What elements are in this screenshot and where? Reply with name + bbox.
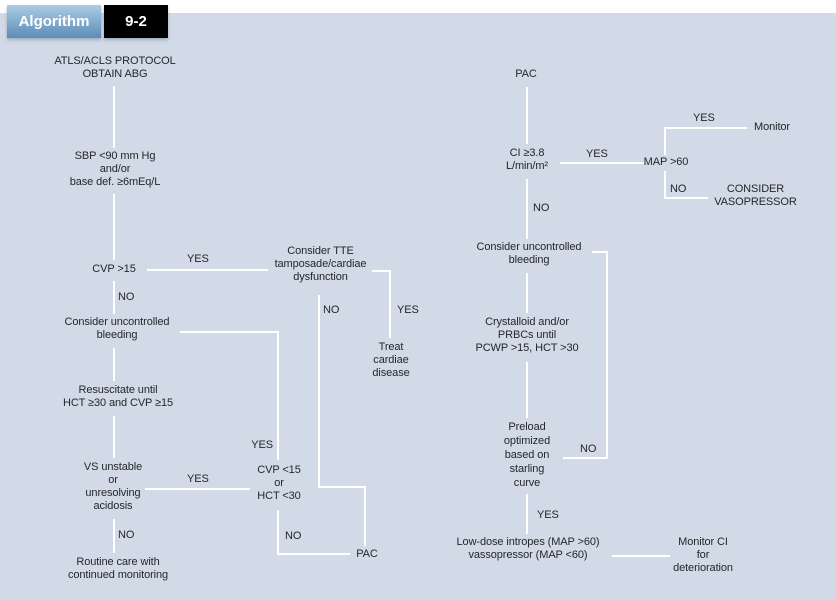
node-resuscitate: Resuscitate until HCT ≥30 and CVP ≥15	[62, 384, 174, 409]
edge-label-yes-map: YES	[693, 112, 715, 124]
connector	[318, 486, 366, 488]
node-crystalloid: Crystalloid and/or PRBCs until PCWP >15,…	[475, 316, 579, 354]
connector	[526, 179, 528, 239]
algorithm-tag: Algorithm	[7, 5, 101, 38]
edge-label-no-vs: NO	[118, 529, 135, 541]
node-bleeding-right: Consider uncontrolled bleeding	[476, 241, 582, 266]
connector	[389, 270, 391, 338]
connector	[526, 273, 528, 313]
node-consider-vasopressor: CONSIDER VASOPRESSOR	[714, 183, 797, 208]
connector	[113, 416, 115, 458]
edge-label-yes-ci: YES	[586, 148, 608, 160]
connector	[113, 86, 115, 148]
connector	[147, 269, 268, 271]
connector	[526, 362, 528, 418]
connector	[664, 197, 708, 199]
edge-label-no-cvp-hct: NO	[285, 530, 302, 542]
connector	[277, 553, 350, 555]
node-monitor-ci: Monitor CI for deterioration	[673, 536, 733, 574]
edge-label-no-tte: NO	[323, 304, 340, 316]
node-map-gt-60: MAP >60	[643, 156, 689, 168]
connector	[372, 270, 391, 272]
edge-label-yes-vs: YES	[187, 473, 209, 485]
algorithm-tag-label: Algorithm	[18, 13, 90, 30]
connector	[364, 486, 366, 546]
connector	[113, 519, 115, 553]
connector	[113, 348, 115, 381]
node-pac-left: PAC	[356, 548, 378, 560]
node-cardiac-index: CI ≥3.8 L/min/m²	[506, 147, 548, 172]
edge-label-yes-bleeding-left: YES	[251, 439, 273, 451]
connector	[664, 127, 747, 129]
edge-label-no-ci: NO	[533, 202, 550, 214]
node-preload-optimized: Preload optimized based on starling curv…	[503, 421, 551, 489]
connector	[560, 162, 644, 164]
node-bleeding-left: Consider uncontrolled bleeding	[64, 316, 170, 341]
node-cvp-gt-15: CVP >15	[92, 263, 136, 275]
node-sbp-base-deficit: SBP <90 mm Hg and/or base def. ≥6mEq/L	[69, 150, 161, 188]
connector	[318, 295, 320, 488]
edge-label-yes-preload: YES	[537, 509, 559, 521]
edge-label-no-map: NO	[670, 183, 687, 195]
connector	[612, 555, 670, 557]
connector	[145, 488, 250, 490]
algorithm-number-tag: 9-2	[104, 5, 168, 38]
figure-background	[0, 13, 836, 600]
connector	[180, 331, 278, 333]
connector	[563, 457, 608, 459]
connector	[277, 510, 279, 555]
connector	[277, 331, 279, 460]
node-cvp-hct: CVP <15 or HCT <30	[257, 464, 301, 502]
edge-label-yes-tte: YES	[397, 304, 419, 316]
connector	[113, 194, 115, 260]
edge-label-yes-cvp15: YES	[187, 253, 209, 265]
edge-label-no-preload: NO	[580, 443, 597, 455]
node-low-dose-inotropes: Low-dose intropes (MAP >60) vassopressor…	[456, 536, 600, 561]
edge-label-no-cvp15: NO	[118, 291, 135, 303]
connector	[664, 171, 666, 199]
algorithm-number-label: 9-2	[125, 13, 147, 30]
connector	[664, 127, 666, 155]
node-atls-protocol: ATLS/ACLS PROTOCOL OBTAIN ABG	[54, 55, 176, 80]
connector	[113, 281, 115, 314]
connector	[526, 87, 528, 144]
node-tte: Consider TTE tamposade/cardiae dysfuncti…	[274, 245, 367, 283]
node-pac-right: PAC	[515, 68, 537, 80]
node-vs-unstable: VS unstable or unresolving acidosis	[83, 461, 143, 512]
connector	[592, 251, 608, 253]
connector	[526, 494, 528, 534]
node-monitor: Monitor	[754, 121, 790, 133]
node-treat-cardiac: Treat cardiae disease	[372, 341, 410, 379]
node-routine-care: Routine care with continued monitoring	[67, 556, 169, 581]
connector	[606, 251, 608, 459]
